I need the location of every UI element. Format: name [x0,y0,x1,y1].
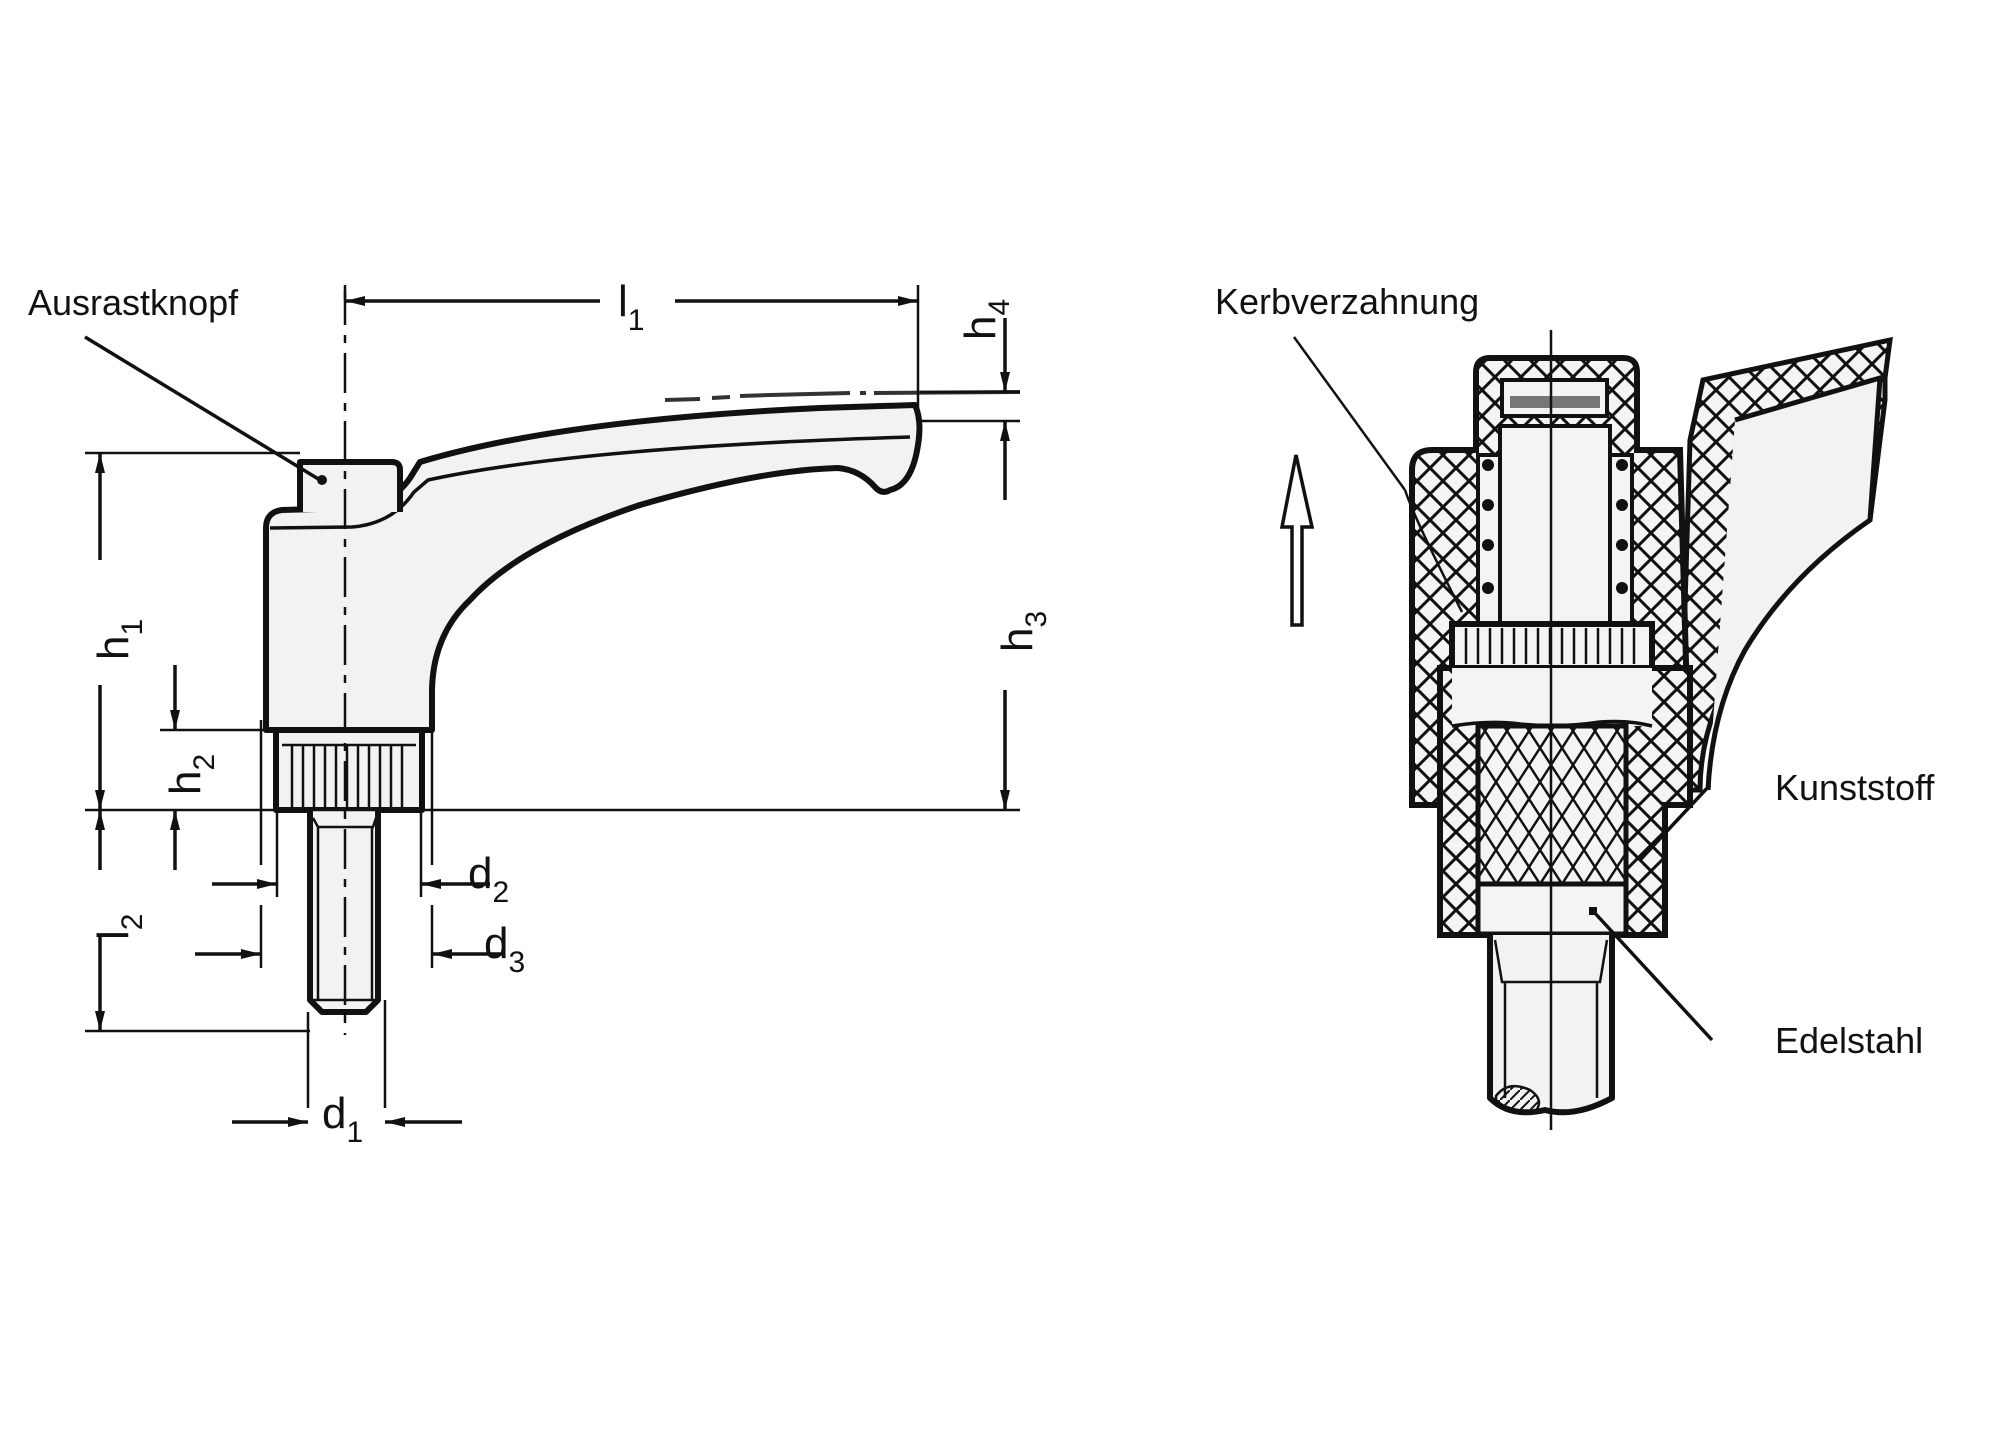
callout-kerbverzahnung: Kerbverzahnung [1215,281,1479,613]
dim-d3: d3 [484,919,525,979]
knurled-collar [273,727,425,813]
right-view-section [1409,330,1893,1130]
dim-h3: h3 [993,611,1053,652]
callout-ausrastknopf-text: Ausrastknopf [28,282,239,323]
arrow-up-icon [1279,454,1315,627]
release-button-dot [317,475,327,485]
collar-knurl [282,743,416,808]
lever-inner-contour [269,435,911,530]
dim-d2: d2 [468,849,509,909]
spring-coils [1482,459,1628,594]
dim-l1: l1 [618,277,644,337]
left-dimensions: l1 h4 h3 h1 h2 l2 [85,277,1053,1149]
lever-body [263,402,923,733]
cap-ring [1510,396,1600,408]
plunger [1498,424,1612,628]
callout-kunststoff-text: Kunststoff [1775,767,1935,808]
stud-break-hatch [1494,1084,1541,1115]
dim-h4: h4 [956,299,1016,340]
stud-thread-lines [311,817,378,1002]
callout-kerbverzahnung-text: Kerbverzahnung [1215,281,1479,322]
dim-h2: h2 [161,754,221,795]
dim-h1: h1 [89,619,149,660]
h4-phantom-line [664,390,1021,402]
callout-ausrastknopf: Ausrastknopf [28,282,321,482]
release-button [297,459,403,512]
dim-l2: l2 [89,914,149,940]
dim-d1: d1 [322,1089,363,1149]
callout-kunststoff: Kunststoff [1638,767,1935,862]
callout-edelstahl: Edelstahl [1591,909,1923,1061]
callout-edelstahl-text: Edelstahl [1775,1020,1923,1061]
left-view-lever [263,285,1021,1035]
lever-arm-inner [1705,374,1883,791]
